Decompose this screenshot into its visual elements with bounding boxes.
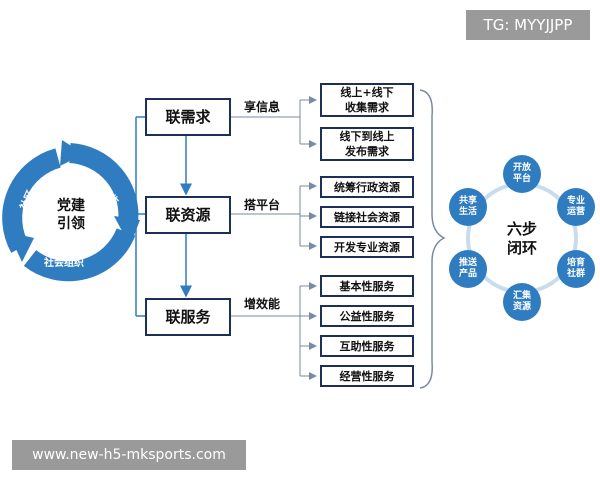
loop-title-line-2: 闭环 [506, 239, 537, 257]
sub-box-basic-service: 基本性服务 [320, 275, 414, 297]
cycle-center-line-2: 引领 [57, 216, 85, 232]
loop-node-pro-operation-line-2: 运营 [566, 207, 585, 217]
sub-box-mutual-service: 互助性服务 [320, 335, 414, 357]
cycle-arrowhead-right [60, 140, 84, 166]
sub-box-social-resources: 链接社会资源 [320, 206, 414, 228]
sub-box-business-service: 经营性服务 [320, 365, 414, 387]
main-box-services: 联服务 [145, 298, 231, 336]
sub-box-publish-needs-line-1: 线下到线上 [339, 130, 395, 143]
main-box-resources: 联资源 [145, 196, 231, 234]
loop-title: 六步 闭环 [496, 220, 548, 258]
loop-node-push-products: 推送 产品 [449, 250, 487, 288]
loop-node-shared-life-line-1: 共享 [458, 196, 477, 206]
loop-node-pro-operation-line-1: 专业 [566, 196, 585, 206]
loop-node-open-platform: 开放 平台 [503, 155, 541, 193]
loop-node-cultivate-community: 培育 社群 [557, 250, 595, 288]
cycle-arc-bottom [23, 227, 136, 282]
sub-box-publish-needs: 线下到线上 发布需求 [320, 127, 414, 161]
cycle-diagram [2, 140, 140, 282]
loop-node-cultivate-community-line-1: 培育 [566, 258, 585, 268]
watermark-bottom-left: www.new-h5-mksports.com [12, 440, 246, 470]
loop-node-shared-life-line-2: 生活 [458, 207, 477, 217]
sub-box-collect-needs: 线上+线下 收集需求 [320, 83, 414, 117]
cycle-segment-social-org: 社会组织 [44, 258, 84, 269]
loop-node-gather-resources-line-1: 汇集 [512, 291, 531, 301]
branch-label-share-info: 享信息 [244, 100, 281, 114]
cycle-arrowhead-left [8, 232, 34, 262]
loop-node-pro-operation: 专业 运营 [557, 188, 595, 226]
cycle-arc-right [69, 143, 139, 224]
sub-box-pro-resources: 开发专业资源 [320, 236, 414, 258]
loop-node-gather-resources: 汇集 资源 [503, 283, 541, 321]
branch-label-efficiency: 增效能 [244, 297, 281, 311]
loop-node-open-platform-line-1: 开放 [512, 163, 531, 173]
cycle-center-line-1: 党建 [57, 198, 85, 214]
sub-box-publish-needs-line-2: 发布需求 [345, 145, 389, 158]
loop-title-line-1: 六步 [506, 220, 537, 238]
branch-label-build-platform: 搭平台 [244, 198, 281, 212]
watermark-top-right: TG: MYYJJPP [466, 10, 590, 40]
sub-box-public-service: 公益性服务 [320, 305, 414, 327]
sub-box-collect-needs-line-2: 收集需求 [345, 101, 389, 114]
cycle-center-label: 党建 引领 [48, 197, 94, 233]
sub-box-admin-resources: 统筹行政资源 [320, 176, 414, 198]
loop-node-open-platform-line-2: 平台 [512, 174, 531, 184]
group-brace [419, 89, 446, 389]
main-box-needs: 联需求 [145, 98, 231, 136]
loop-node-gather-resources-line-2: 资源 [512, 302, 531, 312]
sub-box-collect-needs-line-1: 线上+线下 [340, 86, 394, 99]
loop-node-push-products-line-2: 产品 [458, 269, 477, 279]
loop-node-shared-life: 共享 生活 [449, 188, 487, 226]
loop-node-cultivate-community-line-2: 社群 [566, 269, 585, 279]
trunk-lines [128, 116, 145, 317]
loop-node-push-products-line-1: 推送 [458, 258, 477, 268]
branch-lines [230, 96, 317, 380]
cycle-arrowhead-bottom [114, 216, 140, 246]
